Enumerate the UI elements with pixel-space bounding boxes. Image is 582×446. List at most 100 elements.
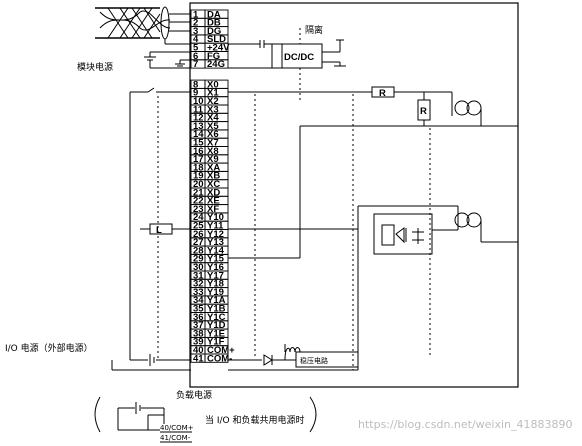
terminal-number: 27 xyxy=(193,237,204,248)
terminal-number: 33 xyxy=(193,287,204,298)
terminal-7: 7 24G xyxy=(190,59,229,70)
terminal-number: 38 xyxy=(193,328,204,339)
load-power-inset: 负载电源 40/COM+ 41/COM- 当 I/O 和负载共用电源时 xyxy=(94,389,317,443)
terminal-number: 24 xyxy=(193,212,204,223)
load-l-label: L xyxy=(156,225,162,236)
terminal-number: 3 xyxy=(193,26,198,37)
terminal-number: 32 xyxy=(193,279,204,290)
terminal-name: XF xyxy=(207,204,219,215)
terminal-name: Y12 xyxy=(207,229,224,240)
terminal-number: 13 xyxy=(193,121,204,132)
terminal-number: 10 xyxy=(193,96,204,107)
terminal-number: 31 xyxy=(193,270,204,281)
inset-com-plus: 40/COM+ xyxy=(160,424,194,432)
load-power-label: 负载电源 xyxy=(176,389,212,401)
terminal-name: XE xyxy=(207,196,220,207)
terminal-number: 1 xyxy=(193,9,199,20)
terminal-name: +24V xyxy=(207,43,230,54)
terminal-name: Y11 xyxy=(207,221,224,232)
terminal-number: 11 xyxy=(193,104,204,115)
terminal-number: 20 xyxy=(193,179,204,190)
terminal-name: X4 xyxy=(207,113,219,124)
terminal-name: X2 xyxy=(207,96,219,107)
terminal-name: Y19 xyxy=(207,287,224,298)
regulator-label: 稳压电路 xyxy=(300,356,328,365)
module-power-supply: 模块电源 xyxy=(77,51,191,73)
terminal-number: 22 xyxy=(193,196,204,207)
terminal-name: Y15 xyxy=(207,254,225,265)
terminal-name: COM+ xyxy=(207,345,235,356)
dcdc-label: DC/DC xyxy=(284,52,314,63)
terminal-name: FG xyxy=(207,51,220,62)
terminal-name: X7 xyxy=(207,138,219,149)
terminal-number: 4 xyxy=(193,34,199,45)
terminal-name: Y1F xyxy=(207,337,225,348)
terminal-name: X5 xyxy=(207,121,219,132)
io-power-label: I/O 电源（外部电源） xyxy=(5,342,93,354)
terminal-name: X1 xyxy=(207,88,219,99)
terminal-number: 23 xyxy=(193,204,204,215)
terminal-number: 14 xyxy=(193,129,204,140)
terminal-number: 2 xyxy=(193,18,198,29)
shielded-cable xyxy=(95,6,191,45)
terminal-name: XA xyxy=(207,162,220,173)
terminal-name: DG xyxy=(207,26,221,37)
terminal-name: X0 xyxy=(207,79,219,90)
inset-com-minus: 41/COM- xyxy=(160,434,191,442)
terminal-name: Y1A xyxy=(207,295,226,306)
terminal-number: 40 xyxy=(193,345,204,356)
terminal-name: 24G xyxy=(207,59,225,70)
terminal-name: DB xyxy=(207,18,221,29)
watermark: https://blog.csdn.net/weixin_41883890 xyxy=(358,418,573,431)
terminal-name: Y1D xyxy=(207,320,226,331)
isolation-label: 隔离 xyxy=(305,24,323,36)
terminal-number: 12 xyxy=(193,113,204,124)
terminal-number: 15 xyxy=(193,138,204,149)
terminal-name: X9 xyxy=(207,154,219,165)
module-power-label: 模块电源 xyxy=(77,61,113,73)
terminal-number: 17 xyxy=(193,154,204,165)
terminal-name: X6 xyxy=(207,129,219,140)
output-y-circuit: L xyxy=(140,205,518,358)
terminal-name: Y10 xyxy=(207,212,224,223)
isolation-section: DC/DC 隔离 xyxy=(228,24,346,100)
terminal-name: X8 xyxy=(207,146,219,157)
terminal-name: Y16 xyxy=(207,262,224,273)
terminal-name: Y1B xyxy=(207,304,226,315)
terminal-number: 16 xyxy=(193,146,204,157)
terminal-number: 25 xyxy=(193,221,204,232)
terminal-name: COM- xyxy=(207,353,232,364)
terminal-number: 18 xyxy=(193,162,204,173)
input-x0-circuit: R R xyxy=(129,86,518,360)
terminal-number: 37 xyxy=(193,320,204,331)
terminal-number: 30 xyxy=(193,262,204,273)
terminal-number: 29 xyxy=(193,254,204,265)
module-enclosure xyxy=(189,2,519,388)
terminal-name: Y14 xyxy=(207,245,225,256)
terminal-number: 6 xyxy=(193,51,198,62)
terminal-number: 26 xyxy=(193,229,204,240)
terminal-number: 21 xyxy=(193,187,204,198)
terminal-name: XB xyxy=(207,171,220,182)
dotted-guides xyxy=(157,94,431,370)
resistor-r-label: R xyxy=(379,88,386,99)
terminal-number: 7 xyxy=(193,59,198,70)
terminal-name: XC xyxy=(207,179,220,190)
terminal-name: Y13 xyxy=(207,237,224,248)
terminal-name: X3 xyxy=(207,104,219,115)
terminal-number: 34 xyxy=(193,295,204,306)
terminal-number: 41 xyxy=(193,353,204,364)
terminal-number: 35 xyxy=(193,304,204,315)
terminal-number: 8 xyxy=(193,79,198,90)
terminal-name: DA xyxy=(207,9,221,20)
shared-note: 当 I/O 和负载共用电源时 xyxy=(205,414,305,426)
terminal-name: XD xyxy=(207,187,220,198)
resistor-r2-label: R xyxy=(420,106,427,117)
terminal-number: 5 xyxy=(193,43,199,54)
io-power-circuit: I/O 电源（外部电源） 稳压电路 xyxy=(5,342,359,371)
terminal-name: Y1E xyxy=(207,328,225,339)
terminal-number: 36 xyxy=(193,312,204,323)
